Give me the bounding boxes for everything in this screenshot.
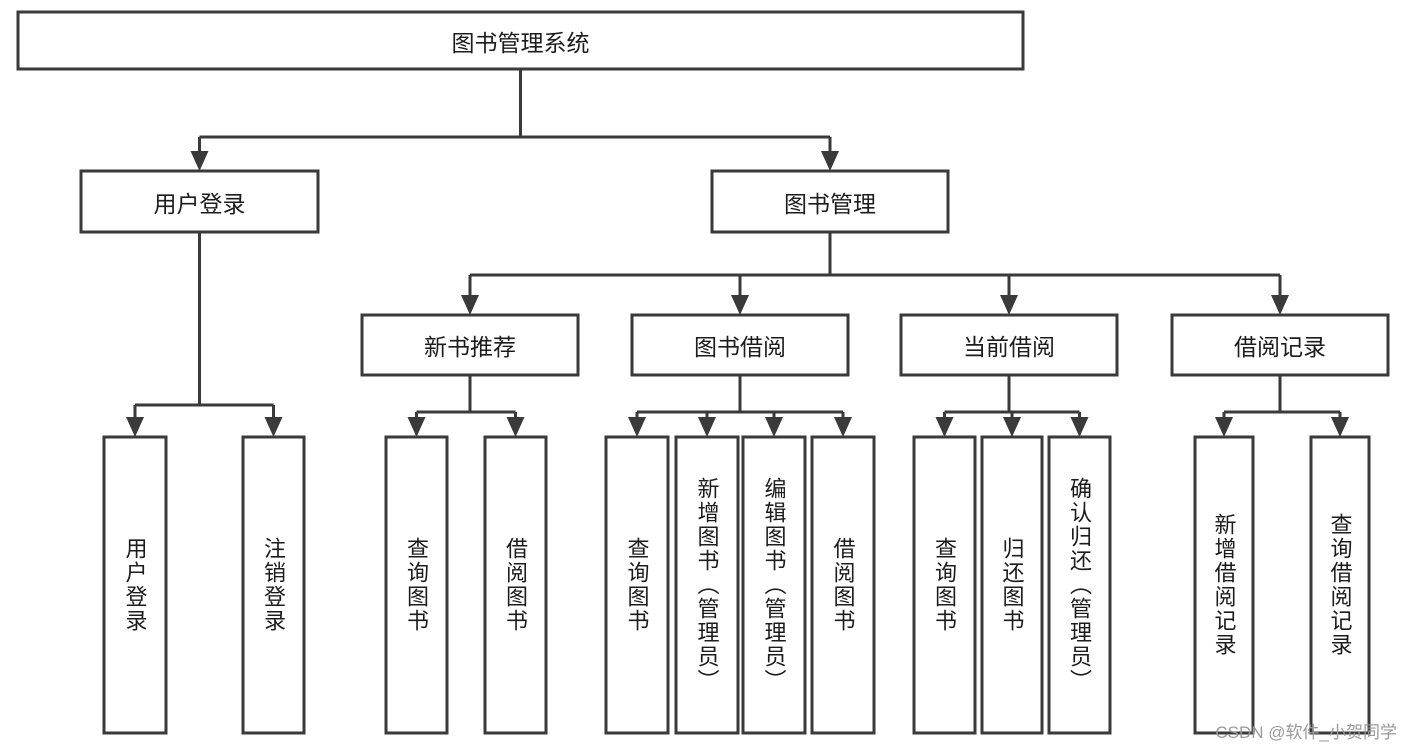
leaf-node-box[interactable] bbox=[1193, 435, 1255, 735]
arrow-head-icon bbox=[461, 295, 479, 315]
arrow-head-icon bbox=[190, 151, 209, 171]
leaf-node-box[interactable] bbox=[241, 435, 306, 735]
arrow-head-icon bbox=[506, 417, 525, 437]
arrow-head-icon bbox=[765, 417, 783, 437]
leaf-node-box[interactable] bbox=[384, 435, 449, 735]
arrow-head-icon bbox=[1003, 417, 1021, 437]
arrow-head-icon bbox=[1070, 417, 1089, 437]
level3-node-box[interactable] bbox=[630, 313, 850, 377]
arrow-head-icon bbox=[1271, 295, 1289, 315]
level2-node-box[interactable] bbox=[710, 169, 950, 234]
level3-node-box[interactable] bbox=[1170, 313, 1390, 377]
level3-node-box[interactable] bbox=[360, 313, 580, 377]
leaf-node-box[interactable] bbox=[604, 435, 670, 735]
leaf-node-box[interactable] bbox=[483, 435, 548, 735]
arrow-head-icon bbox=[126, 417, 144, 437]
arrow-head-icon bbox=[407, 417, 426, 437]
arrow-head-icon bbox=[834, 417, 852, 437]
level2-node-box[interactable] bbox=[79, 169, 320, 234]
watermark-text: CSDN @软件_小贺同学 bbox=[1215, 723, 1397, 742]
arrow-head-icon bbox=[935, 417, 954, 437]
arrow-head-icon bbox=[264, 417, 283, 437]
leaf-node-box[interactable] bbox=[102, 435, 168, 735]
leaf-node-box[interactable] bbox=[980, 435, 1044, 735]
connector-layer bbox=[126, 69, 1349, 437]
leaf-node-box[interactable] bbox=[912, 435, 977, 735]
arrow-head-icon bbox=[1331, 417, 1349, 437]
leaf-node-box[interactable] bbox=[674, 435, 740, 735]
leaf-node-box[interactable] bbox=[810, 435, 876, 735]
arrow-head-icon bbox=[628, 417, 646, 437]
arrow-head-icon bbox=[1215, 417, 1233, 437]
level3-node-box[interactable] bbox=[899, 313, 1119, 377]
root-node-box[interactable] bbox=[16, 10, 1025, 71]
leaf-node-box[interactable] bbox=[1047, 435, 1112, 735]
arrow-head-icon bbox=[731, 295, 749, 315]
arrow-head-icon bbox=[698, 417, 716, 437]
arrow-head-icon bbox=[1000, 295, 1018, 315]
arrow-head-icon bbox=[821, 151, 839, 171]
leaf-node-box[interactable] bbox=[1309, 435, 1371, 735]
leaf-node-box[interactable] bbox=[741, 435, 807, 735]
node-box-layer bbox=[16, 10, 1390, 735]
